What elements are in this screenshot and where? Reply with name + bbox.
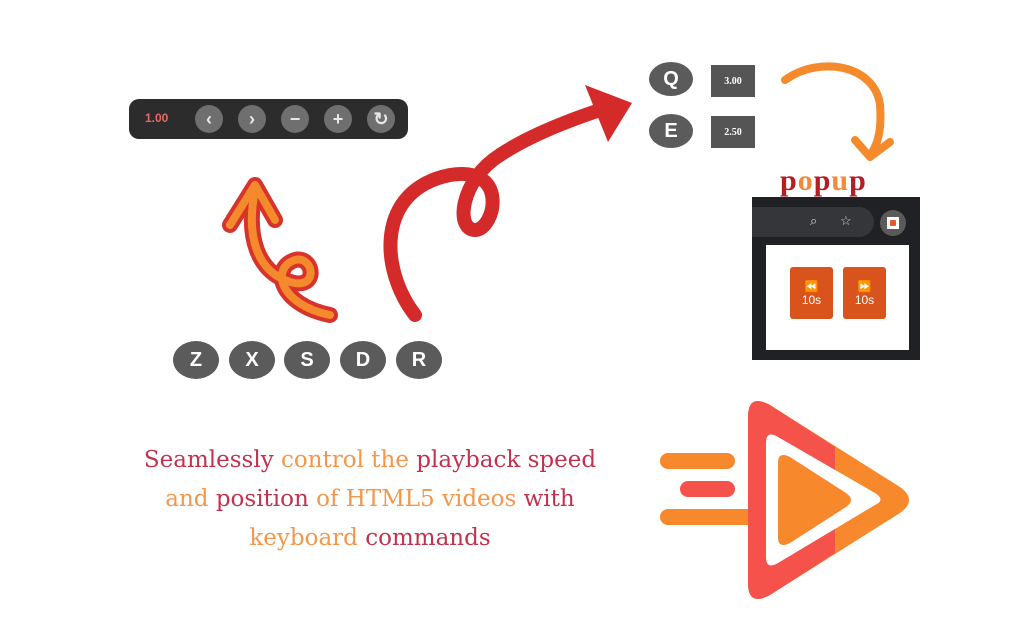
tagline: Seamlessly control the playback speed an… <box>60 441 680 558</box>
key-e: E <box>649 114 693 148</box>
key-d: D <box>340 341 386 379</box>
curly-arrow-up-icon <box>222 177 338 323</box>
forward-10s-button[interactable]: ⏩ 10s <box>843 267 886 319</box>
speed-value-e: 2.50 <box>711 116 755 148</box>
tagline-line-3: keyboard commands <box>249 525 491 551</box>
extension-logo-icon <box>887 217 899 229</box>
tagline-line-1: Seamlessly control the playback speed <box>143 447 597 473</box>
chevron-left-icon: ‹ <box>206 108 212 129</box>
slower-button[interactable]: − <box>281 105 309 133</box>
speed-controller-toolbar: 1.00 ‹ › − + ↻ <box>129 99 408 139</box>
reset-button[interactable]: ↻ <box>367 105 395 133</box>
speed-indicator: 1.00 <box>145 111 169 125</box>
fast-forward-icon: ⏩ <box>857 280 872 293</box>
key-z: Z <box>173 341 219 379</box>
key-q: Q <box>649 62 693 96</box>
search-icon: ⌕ <box>810 213 818 228</box>
browser-popup-mockup: ⌕ ☆ ⏪ 10s ⏩ 10s <box>752 197 920 360</box>
speed-value-q: 3.00 <box>711 65 755 97</box>
popup-panel: ⏪ 10s ⏩ 10s <box>766 245 909 350</box>
minus-icon: − <box>289 108 301 129</box>
rewind-10s-button[interactable]: ⏪ 10s <box>790 267 833 319</box>
address-bar: ⌕ ☆ <box>752 207 874 237</box>
loop-arrow-icon <box>383 85 632 322</box>
plus-icon: + <box>332 108 344 129</box>
rewind-button[interactable]: ‹ <box>195 105 223 133</box>
tagline-line-2: and position of HTML5 videos with <box>165 486 575 512</box>
rewind-icon: ⏪ <box>804 280 819 293</box>
extension-button[interactable] <box>880 210 906 236</box>
key-x: X <box>229 341 275 379</box>
chevron-right-icon: › <box>249 108 255 129</box>
faster-button[interactable]: + <box>324 105 352 133</box>
star-icon: ☆ <box>840 213 852 228</box>
advance-button[interactable]: › <box>238 105 266 133</box>
key-r: R <box>396 341 442 379</box>
popup-title: popup <box>780 164 867 197</box>
app-logo-icon <box>660 401 909 599</box>
key-s: S <box>284 341 330 379</box>
curved-arrow-down-icon <box>781 62 894 161</box>
reset-icon: ↻ <box>373 108 389 129</box>
